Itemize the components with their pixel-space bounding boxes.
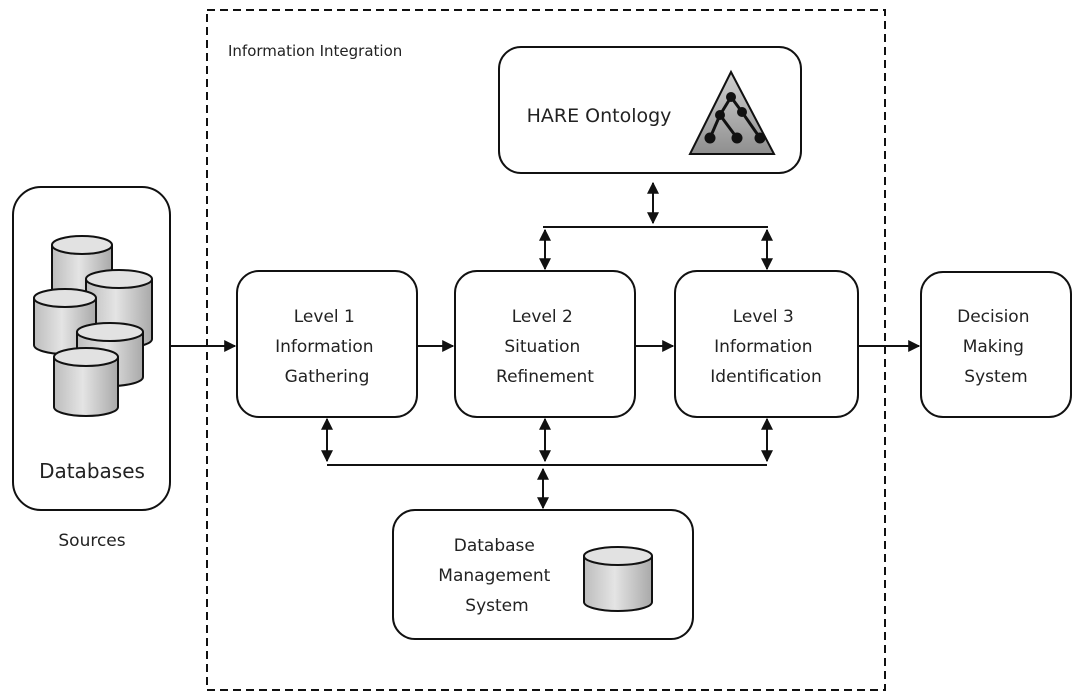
hare-ontology-label: HARE Ontology	[527, 105, 672, 127]
databases-label: Databases	[39, 459, 145, 483]
information-integration-label: Information Integration	[228, 42, 402, 60]
sources-caption: Sources	[58, 531, 125, 551]
decision-making-system-label: Decision Making System	[957, 307, 1035, 387]
level-2-box	[454, 270, 636, 418]
level-3-box	[674, 270, 859, 418]
dbms-connector	[321, 417, 773, 510]
dbms-label: Database Management System	[438, 536, 555, 616]
ontology-connector	[539, 181, 773, 271]
dbms-cylinder-icon	[583, 546, 653, 612]
level-1-box	[236, 270, 418, 418]
information-integration-region	[206, 9, 886, 691]
level-2-label: Level 2 Situation Refinement	[496, 307, 594, 387]
level-3-label: Level 3 Information Identification	[710, 307, 821, 387]
level-1-label: Level 1 Information Gathering	[275, 307, 379, 387]
database-stack-icon	[33, 235, 153, 417]
decision-making-system-box	[920, 271, 1072, 418]
ontology-tree-icon	[688, 69, 776, 155]
